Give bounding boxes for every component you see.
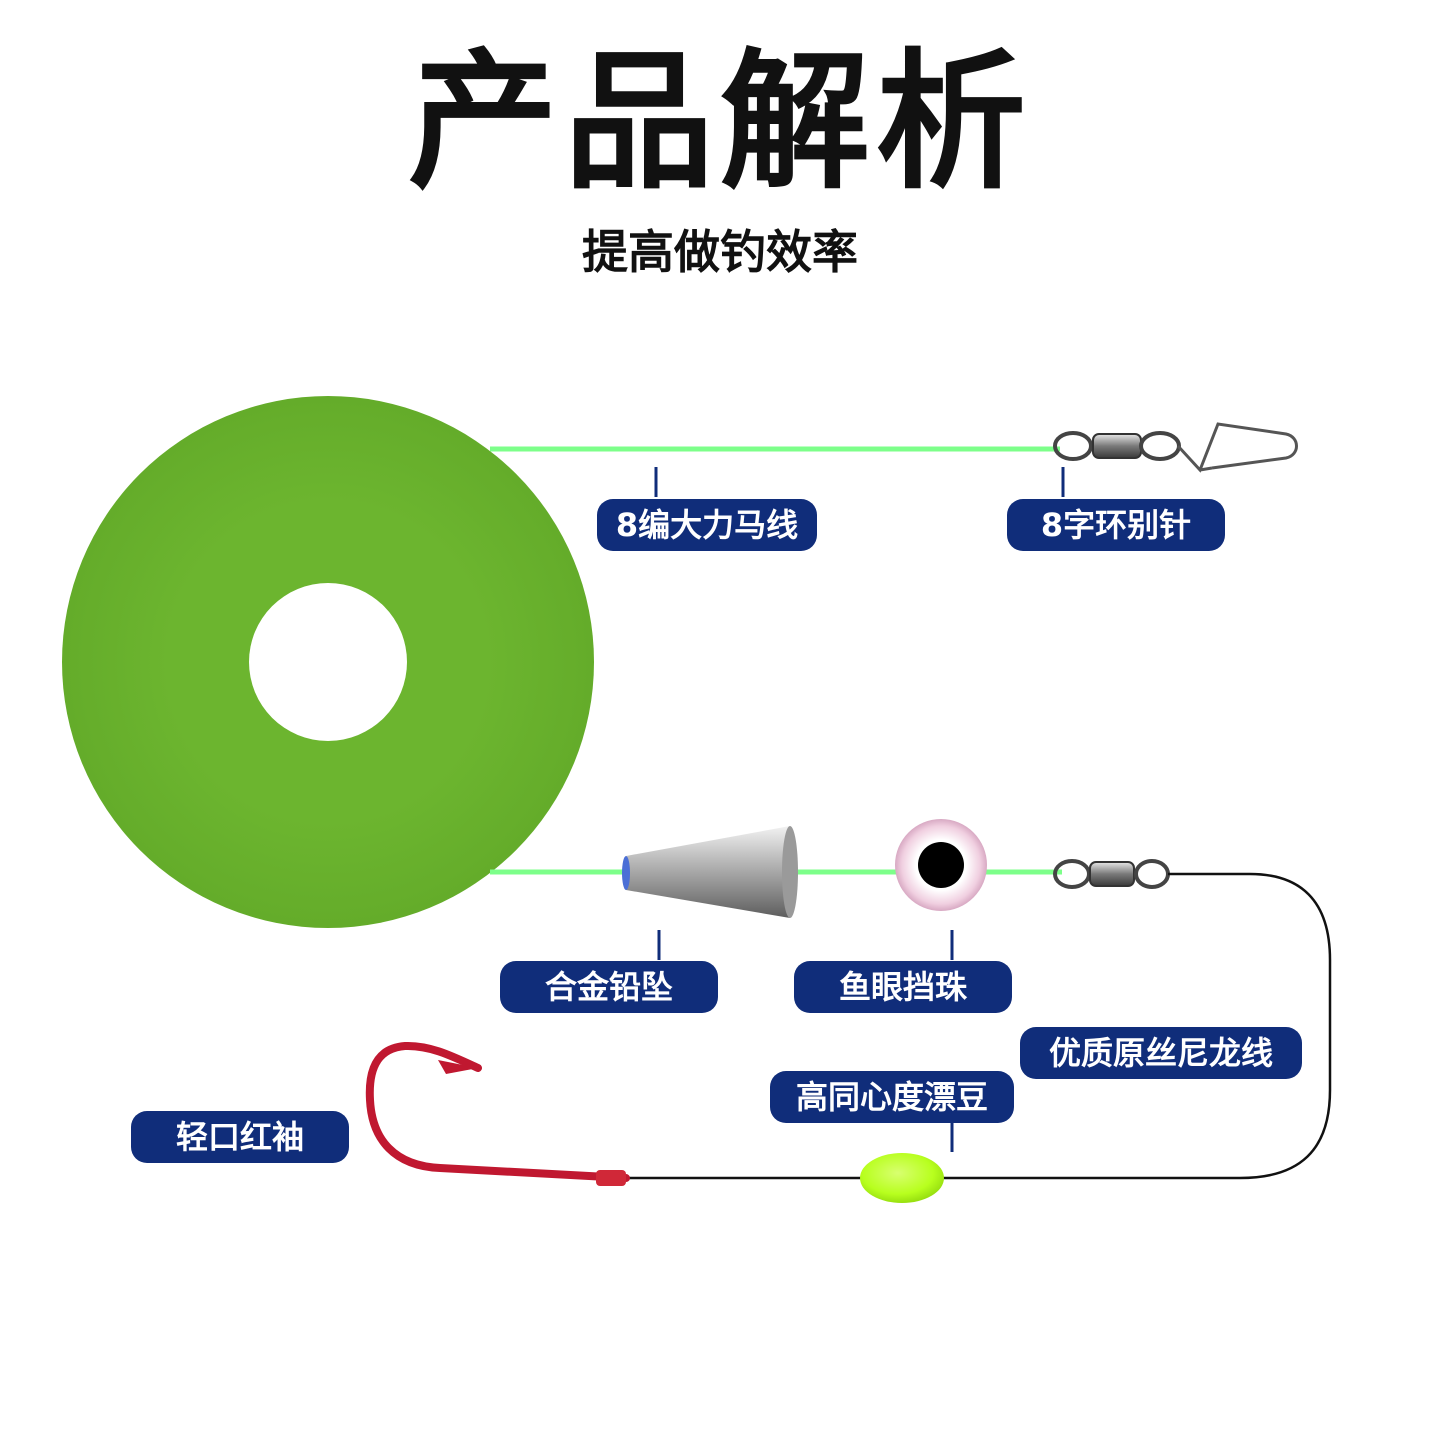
swivel-icon bbox=[1053, 859, 1170, 889]
foam-spool-icon bbox=[62, 396, 594, 928]
page-subtitle: 提高做钓效率 bbox=[582, 225, 858, 279]
leader-line bbox=[620, 872, 1332, 1180]
connector-ticks bbox=[654, 467, 1065, 1152]
label-sinker: 合金铅坠 bbox=[500, 961, 718, 1013]
label-hook: 轻口红袖 bbox=[131, 1111, 349, 1163]
label-main-line: 8编大力马线 bbox=[597, 499, 817, 551]
page-title: 产品解析 bbox=[407, 36, 1032, 210]
label-float-bean: 高同心度漂豆 bbox=[770, 1071, 1014, 1123]
bead-icon bbox=[895, 819, 987, 911]
float-bean-icon bbox=[860, 1153, 944, 1203]
label-bead: 鱼眼挡珠 bbox=[794, 961, 1012, 1013]
label-snap-swivel: 8字环别针 bbox=[1007, 499, 1225, 551]
snap-swivel-icon bbox=[1053, 422, 1298, 473]
label-leader-line: 优质原丝尼龙线 bbox=[1020, 1027, 1302, 1079]
hook-icon bbox=[365, 1041, 630, 1186]
sinker-icon bbox=[622, 826, 798, 918]
